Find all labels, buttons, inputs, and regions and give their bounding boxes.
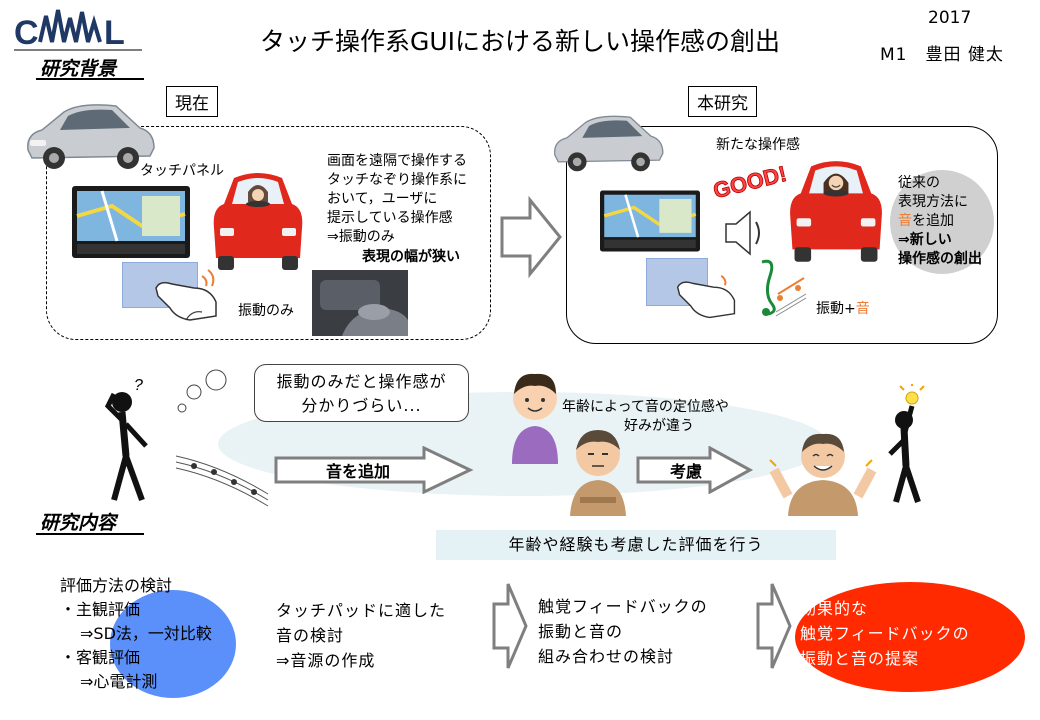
sound-study-block: タッチパッドに適した 音の検討 ⇒音源の作成 bbox=[276, 601, 447, 670]
speaker-icon bbox=[725, 210, 760, 256]
svg-text:L: L bbox=[104, 14, 125, 52]
silver-car-icon bbox=[27, 104, 155, 169]
proposal-description: 従来の 表現方法に 音を追加 ⇒新しい 操作感の創出 bbox=[898, 175, 982, 267]
author-label: M1 豊田 健太 bbox=[880, 45, 1004, 65]
new-feel-label: 新たな操作感 bbox=[716, 137, 800, 153]
current-panel bbox=[46, 126, 491, 340]
touchpad-photo-icon bbox=[312, 270, 408, 336]
svg-text:C: C bbox=[14, 14, 41, 52]
section-background-heading: 研究背景 bbox=[40, 58, 117, 80]
current-description-emphasis: 表現の幅が狭い bbox=[362, 249, 460, 265]
page-title: タッチ操作系GUIにおける新しい操作感の創出 bbox=[259, 27, 781, 56]
transition-arrow-icon bbox=[500, 196, 562, 278]
finger-hand-icon-2 bbox=[676, 275, 736, 319]
result-ellipse bbox=[795, 582, 1025, 692]
consider-arrow bbox=[636, 446, 754, 494]
vibration-only-label: 振動のみ bbox=[238, 303, 294, 319]
car-navigation-screen-icon bbox=[72, 186, 190, 258]
music-staff-icon bbox=[175, 455, 269, 507]
result-block: 効果的な 触覚フィードバックの 振動と音の提案 bbox=[800, 599, 970, 668]
svg-text:GOOD!: GOOD! bbox=[711, 161, 789, 203]
section-background-underline bbox=[36, 78, 144, 80]
evaluation-note-box: 年齢や経験も考慮した評価を行う bbox=[436, 530, 836, 560]
good-burst-icon: GOOD! bbox=[710, 161, 789, 204]
camal-logo: C L bbox=[14, 9, 142, 52]
vibration-sound-label: 振動+音 bbox=[816, 301, 870, 317]
red-car-happy-driver-icon bbox=[790, 161, 882, 262]
proposal-panel bbox=[566, 126, 998, 344]
music-notes-icon bbox=[761, 259, 807, 317]
confused-person-icon: ? bbox=[104, 377, 148, 502]
proposal-description-circle bbox=[890, 170, 994, 274]
combination-study-block: 触覚フィードバックの 振動と音の 組み合わせの検討 bbox=[538, 597, 708, 666]
happy-man-icon bbox=[769, 433, 877, 516]
year-label: 2017 bbox=[928, 8, 972, 28]
add-sound-arrow bbox=[274, 446, 474, 494]
current-label: 現在 bbox=[166, 86, 218, 117]
finger-hand-icon bbox=[155, 269, 217, 321]
consider-label: 考慮 bbox=[670, 462, 703, 481]
thought-dots-icon bbox=[177, 369, 227, 413]
step-arrow-1 bbox=[492, 583, 528, 669]
red-car-driver-icon bbox=[213, 173, 303, 270]
svg-text:?: ? bbox=[134, 377, 143, 394]
section-content-underline bbox=[36, 533, 144, 535]
method-ellipse bbox=[110, 590, 236, 698]
current-description: 画面を遠隔で操作する タッチなぞり操作系に おいて，ユーザに 提示している操作感… bbox=[327, 153, 467, 245]
car-navigation-screen-icon-2 bbox=[600, 190, 700, 252]
section-content-heading: 研究内容 bbox=[40, 512, 117, 534]
proposal-label: 本研究 bbox=[688, 86, 757, 117]
young-man-icon bbox=[512, 373, 558, 464]
thought-bubble: 振動のみだと操作感が 分かりづらい... bbox=[254, 364, 469, 422]
idea-person-icon bbox=[888, 384, 925, 503]
add-sound-label: 音を追加 bbox=[326, 462, 391, 481]
silver-car-icon-2 bbox=[554, 115, 664, 172]
evaluation-method-block: 評価方法の検討 ・主観評価 ⇒SD法，一対比較 ・客観評価 ⇒心電計測 bbox=[60, 576, 212, 691]
step-arrow-2 bbox=[756, 583, 792, 669]
older-man-icon bbox=[570, 430, 626, 516]
age-note: 年齢によって音の定位感や 好みが違う bbox=[562, 399, 729, 434]
touch-panel-label: タッチパネル bbox=[140, 163, 224, 179]
